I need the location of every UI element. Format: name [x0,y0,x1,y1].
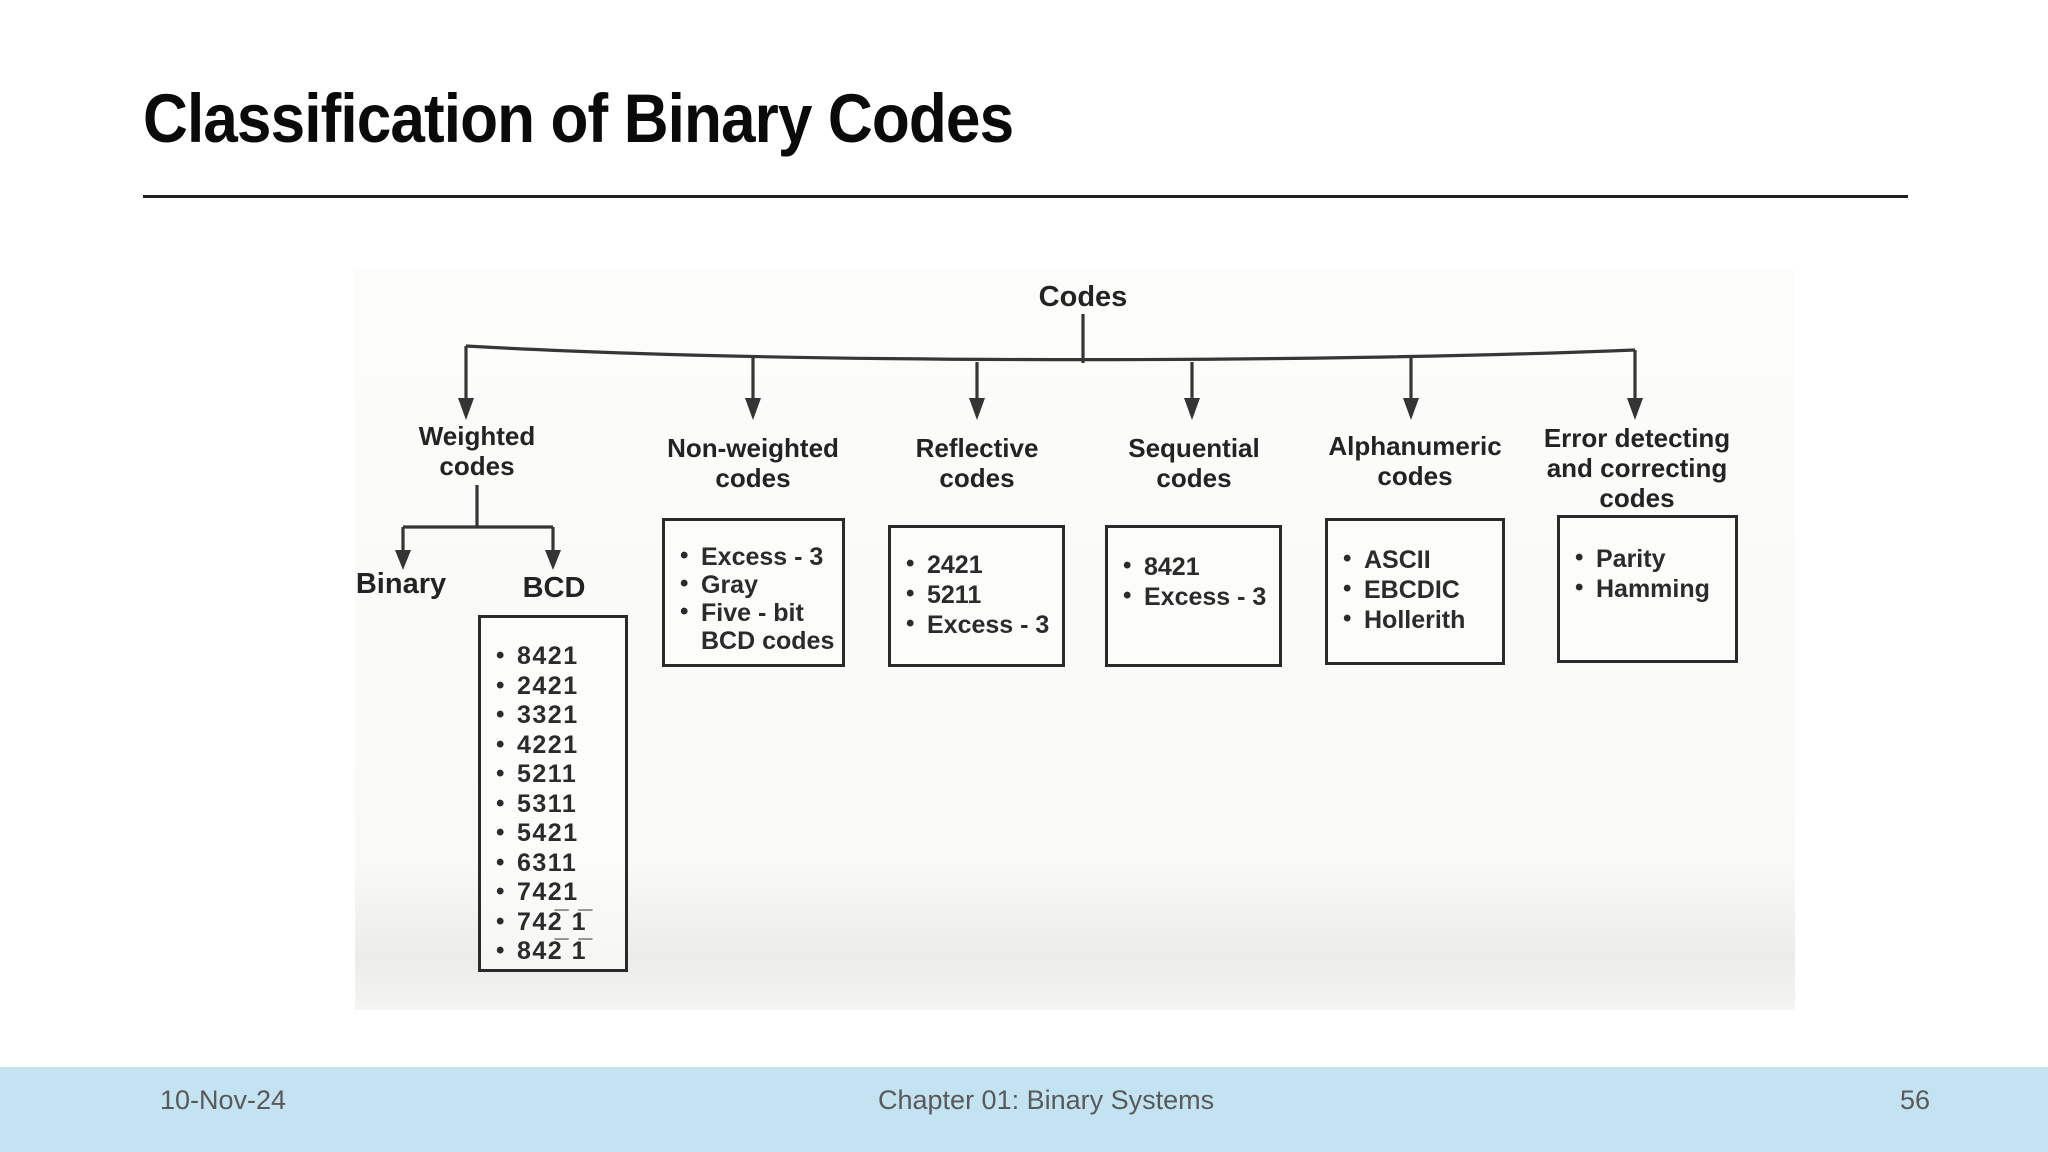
list-item: 5211 [493,759,625,790]
node-binary: Binary [355,568,447,600]
connector-lines [395,314,1643,570]
list-item: 5211 [903,579,1062,610]
list-item: 8421 [1120,551,1279,582]
non-weighted-codes-list: Excess - 3 Gray Five - bit BCD codes [677,542,842,655]
list-item: Gray [677,570,842,599]
bcd-codes-box: 8421 2421 3321 4221 5211 5311 5421 6311 … [478,615,628,972]
sequential-codes-box: 8421 Excess - 3 [1105,525,1282,667]
list-item: Parity [1572,543,1735,574]
list-item: 742̅ 1̅ [493,907,625,938]
error-detecting-codes-list: Parity Hamming [1572,543,1735,604]
alphanumeric-codes-box: ASCII EBCDIC Hollerith [1325,518,1505,665]
node-sequential-codes: Sequential codes [1128,433,1260,493]
list-item: EBCDIC [1340,574,1502,605]
list-item: Hamming [1572,573,1735,604]
list-item: ASCII [1340,544,1502,575]
node-weighted-codes: Weighted codes [418,421,536,481]
list-item: 5311 [493,789,625,820]
list-item: 7421 [493,877,625,908]
footer-chapter-title: Chapter 01: Binary Systems [878,1085,1215,1115]
list-item: 2421 [903,549,1062,580]
reflective-codes-list: 2421 5211 Excess - 3 [903,549,1062,640]
alphanumeric-codes-list: ASCII EBCDIC Hollerith [1340,544,1502,635]
list-item: Five - bit BCD codes [677,598,842,655]
node-reflective-codes: Reflective codes [915,433,1039,493]
list-item: 842̅ 1̅ [493,936,625,967]
list-item: Excess - 3 [903,609,1062,640]
slide-footer: 10-Nov-24 Chapter 01: Binary Systems 56 [0,1067,2048,1152]
node-error-detecting-codes: Error detecting and correcting codes [1543,423,1731,513]
list-item: 6311 [493,848,625,879]
list-item: Excess - 3 [1120,581,1279,612]
classification-diagram: Codes Weighted codes Non-weighted codes … [355,270,1795,1010]
tree-branches [401,314,1637,553]
non-weighted-codes-box: Excess - 3 Gray Five - bit BCD codes [662,518,845,667]
node-alphanumeric-codes: Alphanumeric codes [1328,431,1502,491]
footer-date: 10-Nov-24 [160,1085,287,1115]
list-item: 2421 [493,671,625,702]
footer-page-number: 56 [1900,1085,1931,1115]
error-detecting-codes-box: Parity Hamming [1557,515,1738,663]
bcd-codes-list: 8421 2421 3321 4221 5211 5311 5421 6311 … [493,641,625,967]
list-item: Excess - 3 [677,542,842,571]
title-divider [143,195,1908,198]
reflective-codes-box: 2421 5211 Excess - 3 [888,525,1065,667]
node-non-weighted-codes: Non-weighted codes [667,433,839,493]
list-item: Hollerith [1340,604,1502,635]
arrowheads [395,398,1643,570]
list-item: 4221 [493,730,625,761]
list-item: 3321 [493,700,625,731]
page-title: Classification of Binary Codes [143,80,1014,157]
list-item: 5421 [493,818,625,849]
sequential-codes-list: 8421 Excess - 3 [1120,551,1279,612]
node-codes: Codes [1038,281,1128,313]
node-bcd: BCD [522,572,586,604]
list-item: 8421 [493,641,625,672]
